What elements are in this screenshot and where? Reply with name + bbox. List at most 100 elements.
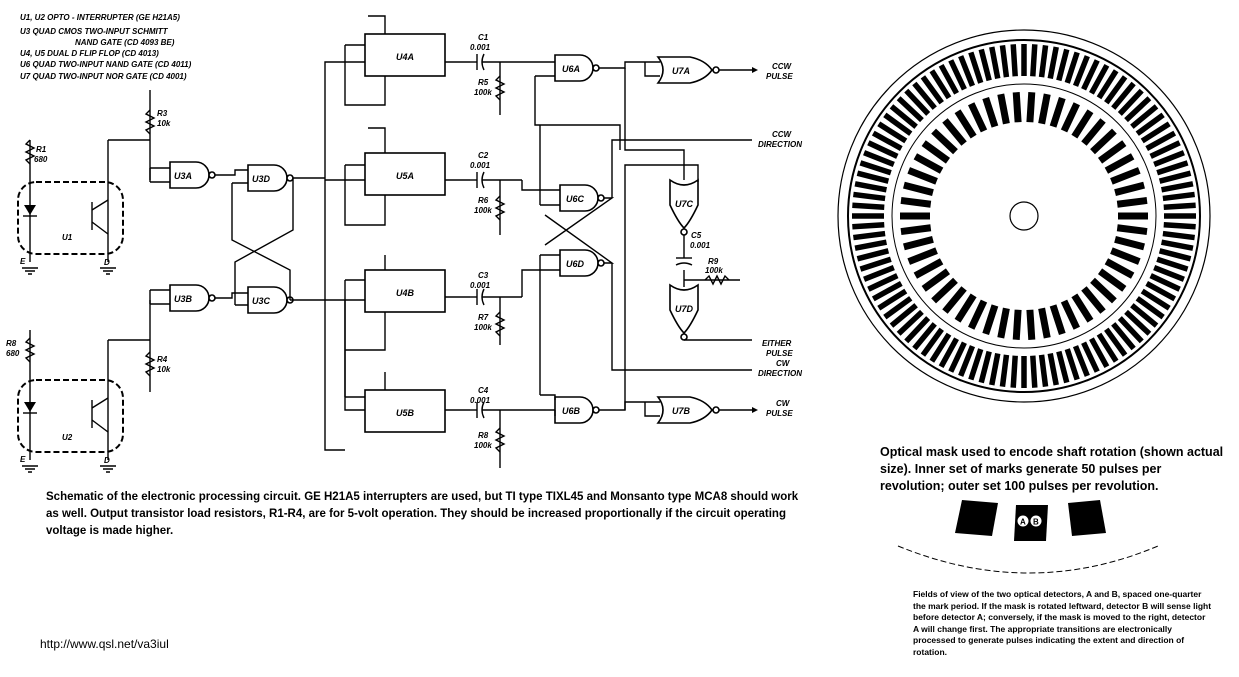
- outer-marks-mark: [883, 112, 913, 136]
- r8b-value: 100k: [474, 441, 492, 450]
- detector-fields-of-view: A B: [897, 500, 1159, 574]
- c4-label: C4: [478, 386, 489, 395]
- legend-line-3: NAND GATE (CD 4093 BE): [75, 38, 175, 47]
- outer-marks-mark: [1124, 309, 1152, 336]
- outer-marks-mark: [999, 45, 1010, 78]
- source-url[interactable]: http://www.qsl.net/va3iul: [40, 637, 169, 651]
- inner-marks-mark: [942, 286, 967, 314]
- outer-marks-mark: [871, 130, 903, 151]
- outer-marks-mark: [1149, 140, 1181, 159]
- inner-marks-mark: [1081, 286, 1106, 314]
- gate-u3a: U3A: [149, 161, 216, 189]
- u3c-label: U3C: [252, 296, 271, 306]
- inner-marks-mark: [1104, 258, 1135, 279]
- outer-marks-mark: [1010, 355, 1018, 388]
- outer-marks-mark: [1072, 345, 1090, 377]
- inner-marks-mark: [1081, 118, 1106, 146]
- r1-value: 680: [34, 155, 48, 164]
- outer-marks-mark: [859, 160, 892, 176]
- gate-u7a: U7A: [599, 56, 758, 84]
- outer-marks-mark: [863, 150, 895, 168]
- ccw-direction-line2: DIRECTION: [758, 140, 802, 149]
- fov-caption: Fields of view of the two optical detect…: [913, 589, 1212, 657]
- either-pulse-line1: EITHER: [762, 339, 792, 348]
- inner-marks-mark: [1012, 309, 1022, 340]
- gate-u6c: U6C: [559, 184, 605, 212]
- outer-marks-mark: [1089, 63, 1110, 95]
- inner-marks-mark: [1116, 224, 1148, 236]
- cw-direction-line2: DIRECTION: [758, 369, 802, 378]
- cw-direction-line1: CW: [776, 359, 791, 368]
- outer-marks-mark: [1158, 170, 1192, 184]
- inner-marks-mark: [903, 235, 934, 251]
- inner-marks-mark: [913, 258, 944, 279]
- inner-marks-mark: [931, 277, 958, 304]
- c5-value: 0.001: [690, 241, 711, 250]
- c4-value: 0.001: [470, 396, 491, 405]
- inner-marks-mark: [997, 307, 1010, 339]
- u6c-label: U6C: [566, 194, 585, 204]
- outer-marks-mark: [1111, 322, 1136, 351]
- u3b-label: U3B: [174, 294, 193, 304]
- outer-marks-mark: [1156, 256, 1189, 272]
- inner-marks-mark: [921, 140, 951, 164]
- cw-pulse-line1: CW: [776, 399, 791, 408]
- opto-interrupter-u1: U1 E D R1 680: [17, 139, 150, 275]
- outer-marks-mark: [968, 348, 984, 381]
- ccw-direction-line1: CCW: [772, 130, 793, 139]
- u2-label: U2: [62, 433, 73, 442]
- outer-marks-mark: [877, 121, 908, 144]
- outer-marks-mark: [1164, 213, 1196, 219]
- outer-marks-mark: [1010, 44, 1018, 77]
- cap-c2: C2 0.001 R6 100k: [470, 151, 522, 235]
- gate-u3c: U3C: [247, 286, 294, 314]
- outer-marks-mark: [867, 140, 899, 159]
- cap-c4: C4 0.001 R8 100k: [470, 386, 555, 468]
- outer-marks-mark: [854, 239, 887, 251]
- ccw-pulse-line1: CCW: [772, 62, 793, 71]
- output-labels: CCW PULSE CCW DIRECTION EITHER PULSE CW …: [758, 62, 802, 418]
- outer-marks-mark: [1081, 59, 1100, 91]
- outer-marks-mark: [1135, 296, 1165, 320]
- r6-label: R6: [478, 196, 489, 205]
- c5-label: C5: [691, 231, 702, 240]
- outer-marks-mark: [1161, 181, 1194, 193]
- r8-label: R8: [6, 339, 17, 348]
- inner-marks-mark: [903, 181, 934, 197]
- outer-marks-mark: [1117, 316, 1144, 344]
- inner-marks-mark: [1097, 268, 1127, 292]
- outer-marks-mark: [853, 230, 886, 241]
- outer-marks-mark: [920, 75, 944, 105]
- outer-marks-mark: [1156, 160, 1189, 176]
- c2-label: C2: [478, 151, 489, 160]
- cap-c3: C3 0.001 R7 100k: [470, 271, 522, 345]
- outer-marks-mark: [1089, 337, 1110, 369]
- outer-marks-mark: [1140, 288, 1171, 311]
- outer-marks-mark: [1021, 356, 1027, 388]
- outer-marks-mark: [958, 55, 976, 87]
- outer-marks-mark: [1038, 45, 1049, 78]
- c3-value: 0.001: [470, 281, 491, 290]
- r7-label: R7: [478, 313, 489, 322]
- outer-marks-mark: [912, 81, 937, 110]
- outer-marks-mark: [863, 264, 895, 282]
- u3d-label: U3D: [252, 174, 271, 184]
- outer-marks-mark: [896, 309, 924, 336]
- gate-u3d: U3D: [247, 164, 294, 192]
- inner-marks-mark: [1116, 196, 1148, 208]
- legend-line-4: U4, U5 DUAL D FLIP FLOP (CD 4013): [20, 49, 159, 58]
- u1-d-label: D: [104, 258, 110, 267]
- u6b-label: U6B: [562, 406, 581, 416]
- r9-value: 100k: [705, 266, 723, 275]
- legend-line-6: U7 QUAD TWO-INPUT NOR GATE (CD 4001): [20, 72, 187, 81]
- outer-marks-mark: [852, 213, 884, 219]
- gate-u7c: U7C: [669, 178, 699, 236]
- inner-marks-mark: [1110, 167, 1141, 185]
- flip-flop-u5a: U5A: [364, 152, 446, 196]
- outer-marks-mark: [958, 345, 976, 377]
- c1-value: 0.001: [470, 43, 491, 52]
- inner-marks-mark: [900, 196, 932, 208]
- outer-marks-mark: [1140, 121, 1171, 144]
- outer-marks-mark: [1145, 130, 1177, 151]
- inner-marks-mark: [900, 212, 930, 220]
